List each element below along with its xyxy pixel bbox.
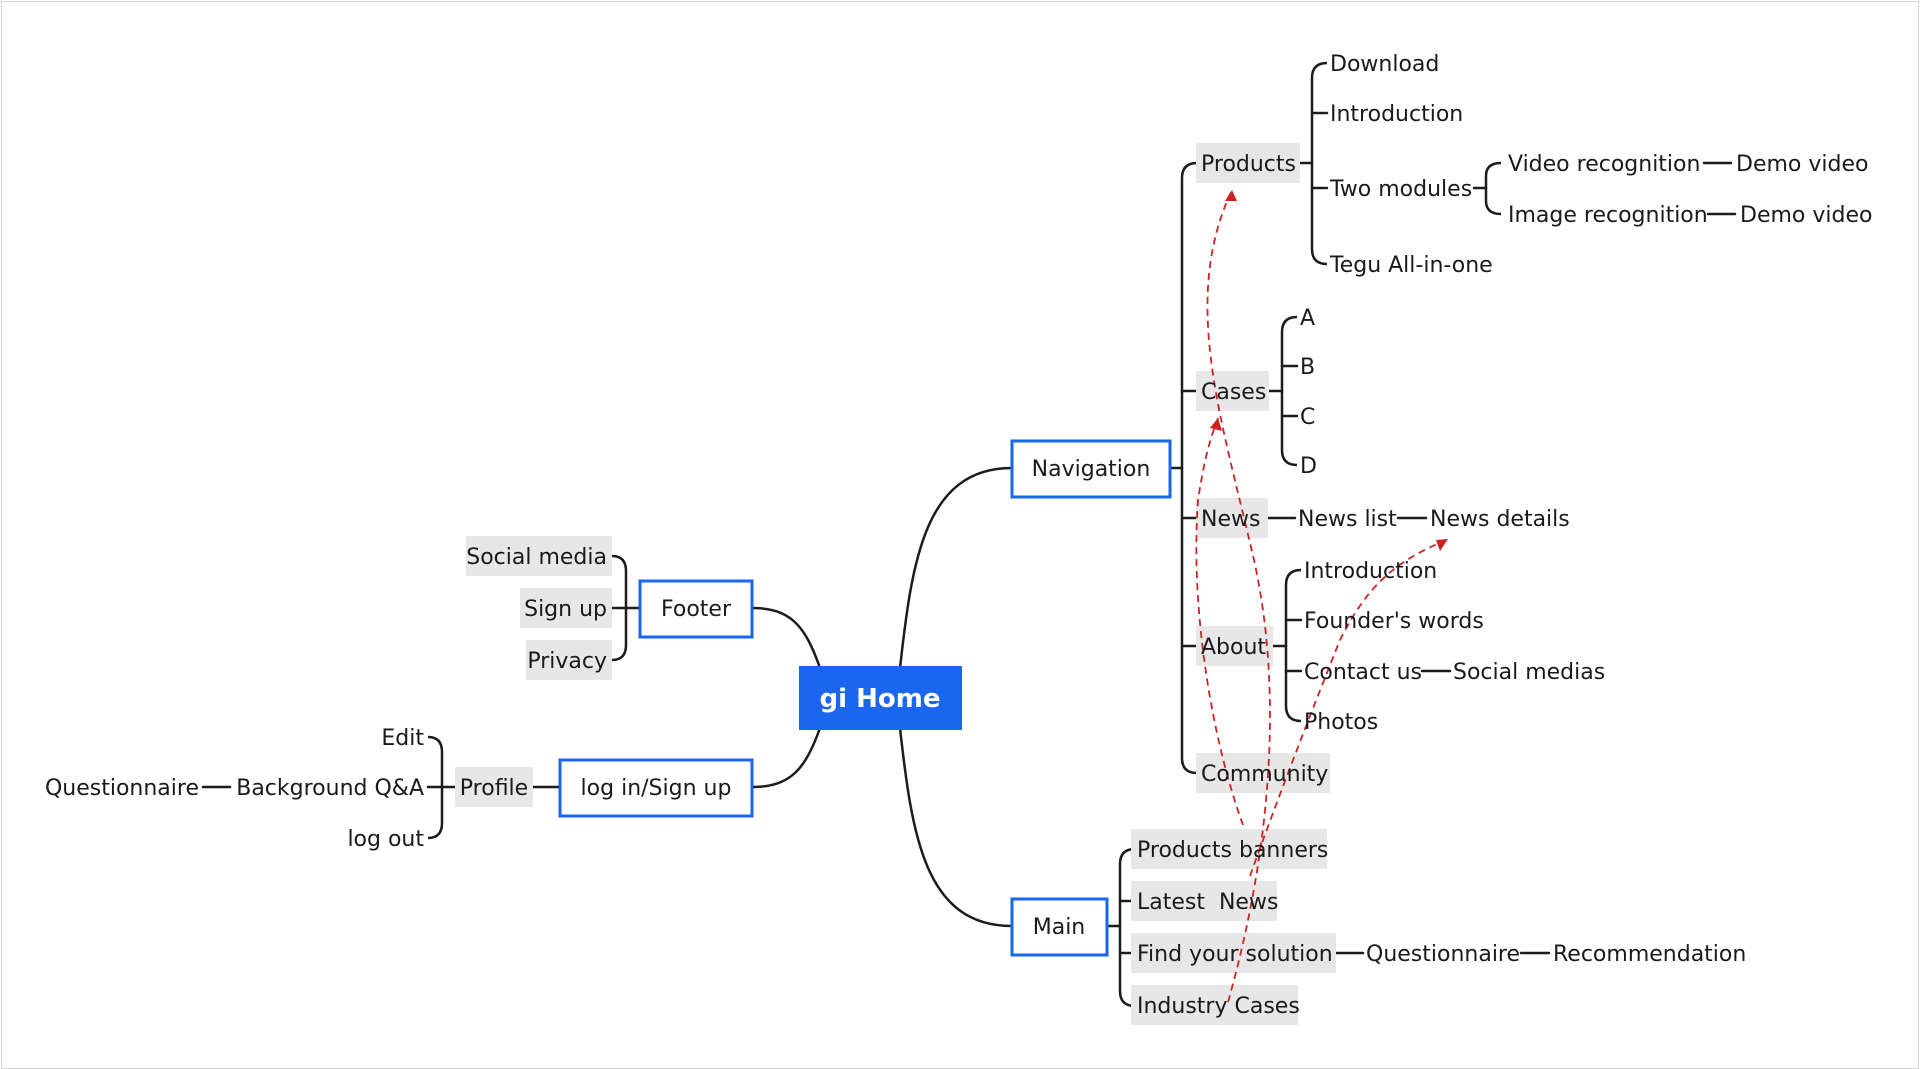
footer-social-media-label[interactable]: Social media: [466, 545, 607, 570]
about-founder-label: Founder's words: [1304, 609, 1484, 634]
arrowhead-news-details: [1436, 539, 1448, 551]
profile-node-bg: [455, 767, 533, 807]
edge-root-navigation: [898, 466, 1014, 670]
link-latest-news-to-news-details: [1249, 539, 1447, 877]
main-bracket: [1118, 847, 1136, 1008]
login-node[interactable]: [558, 758, 754, 818]
image-demo-label: Demo video: [1740, 203, 1872, 228]
navigation-label: Navigation: [1032, 457, 1151, 482]
news-node-bg: [1196, 498, 1268, 538]
products-bracket: [1310, 61, 1328, 266]
footer-child-bg-3: [526, 640, 612, 680]
arrowhead-products: [1225, 190, 1237, 201]
main-child-bg-1: [1131, 829, 1327, 869]
community-label[interactable]: Community: [1201, 762, 1328, 787]
products-introduction-label: Introduction: [1330, 102, 1463, 127]
login-label: log in/Sign up: [581, 776, 732, 801]
products-two-modules-label: Two modules: [1329, 177, 1472, 202]
video-recognition-label: Video recognition: [1508, 152, 1700, 177]
about-photos-label: Photos: [1304, 710, 1378, 735]
modules-bracket: [1484, 161, 1502, 216]
about-label[interactable]: About: [1201, 635, 1266, 660]
products-tegu-label: Tegu All-in-one: [1329, 253, 1493, 278]
footer-node[interactable]: [638, 579, 754, 639]
link-industry-cases-to-products: [1206, 189, 1271, 1003]
news-details-label: News details: [1430, 507, 1570, 532]
navigation-node[interactable]: [1010, 439, 1172, 499]
cases-label[interactable]: Cases: [1201, 380, 1266, 405]
case-a-label: A: [1300, 306, 1315, 331]
profile-logout-label: log out: [347, 827, 424, 852]
main-latest-news-label[interactable]: Latest News: [1137, 890, 1278, 915]
main-label: Main: [1033, 915, 1086, 940]
main-child-bg-3: [1131, 933, 1336, 973]
products-download-label: Download: [1330, 52, 1439, 77]
news-label[interactable]: News: [1201, 507, 1260, 532]
profile-label[interactable]: Profile: [460, 776, 528, 801]
navigation-bracket: [1180, 161, 1198, 775]
cases-node-bg: [1196, 371, 1269, 411]
footer-child-bg-2: [520, 588, 612, 628]
products-label[interactable]: Products: [1201, 152, 1296, 177]
solution-recommendation-label: Recommendation: [1553, 942, 1746, 967]
community-node-bg: [1196, 753, 1330, 793]
edge-root-main: [898, 726, 1014, 928]
case-b-label: B: [1300, 355, 1315, 380]
main-find-solution-label[interactable]: Find your solution: [1137, 942, 1333, 967]
main-child-bg-4: [1131, 985, 1298, 1025]
case-d-label: D: [1300, 454, 1317, 479]
edge-root-login: [750, 726, 822, 789]
about-introduction-label: Introduction: [1304, 559, 1437, 584]
main-industry-cases-label[interactable]: Industry Cases: [1137, 994, 1300, 1019]
footer-sign-up-label[interactable]: Sign up: [524, 597, 607, 622]
cases-bracket: [1280, 315, 1298, 467]
main-products-banners-label[interactable]: Products banners: [1137, 838, 1328, 863]
about-contact-label: Contact us: [1304, 660, 1422, 685]
about-node-bg: [1196, 626, 1273, 666]
profile-background-label: Background Q&A: [236, 776, 424, 801]
case-c-label: C: [1300, 405, 1315, 430]
about-social-medias-label: Social medias: [1453, 660, 1605, 685]
video-demo-label: Demo video: [1736, 152, 1868, 177]
main-node[interactable]: [1010, 897, 1109, 957]
solution-questionnaire-label: Questionnaire: [1366, 942, 1520, 967]
footer-privacy-label[interactable]: Privacy: [527, 649, 607, 674]
about-bracket: [1284, 568, 1302, 723]
root-node[interactable]: [799, 666, 962, 730]
arrowhead-cases: [1210, 418, 1222, 431]
link-products-banners-to-cases: [1195, 417, 1244, 826]
products-node-bg: [1196, 143, 1300, 183]
news-list-label: News list: [1298, 507, 1397, 532]
footer-label: Footer: [661, 597, 732, 622]
background-questionnaire-label: Questionnaire: [45, 776, 199, 801]
profile-edit-label: Edit: [381, 726, 424, 751]
edge-root-footer: [750, 606, 822, 670]
main-child-bg-2: [1131, 881, 1277, 921]
image-recognition-label: Image recognition: [1508, 203, 1708, 228]
root-label: gi Home: [820, 684, 941, 714]
footer-child-bg-1: [466, 536, 612, 576]
